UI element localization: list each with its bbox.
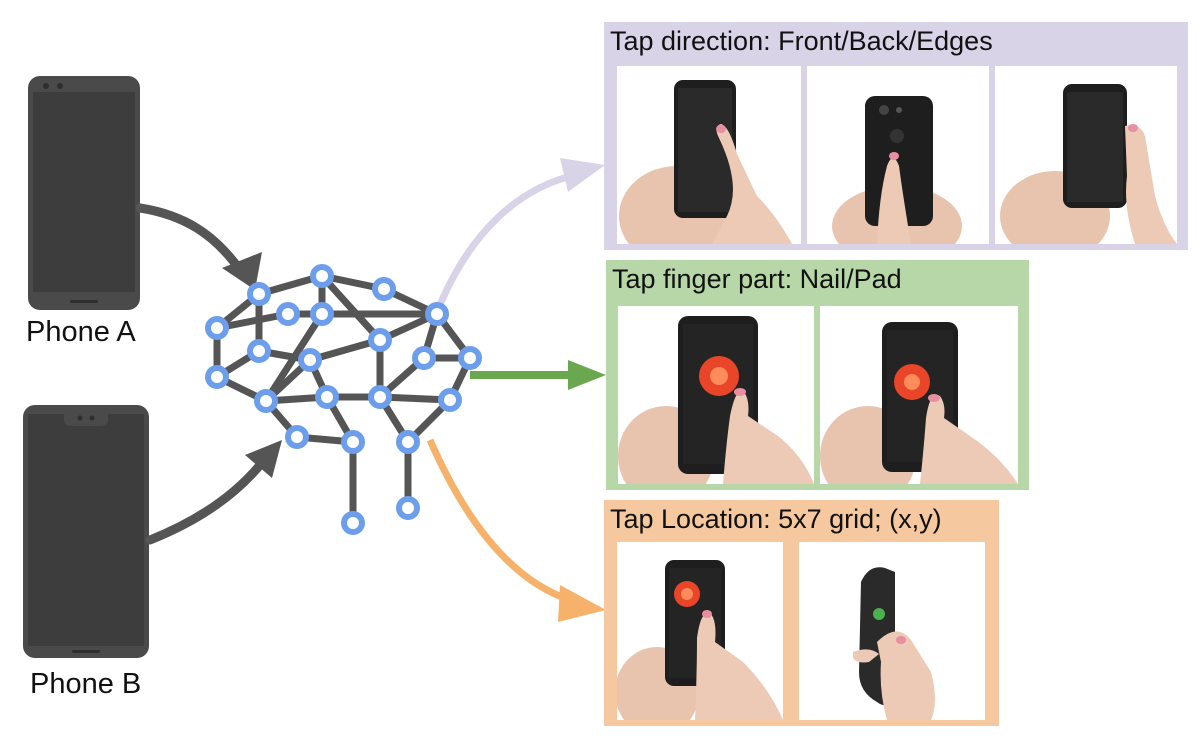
arrow-phone-b-to-network: [145, 460, 265, 545]
network-node: [247, 339, 271, 363]
network-node: [438, 388, 462, 412]
network-node: [247, 282, 271, 306]
tap-finger-part-panel: Tap finger part: Nail/Pad: [606, 260, 1029, 490]
network-node: [372, 277, 396, 301]
network-node: [458, 346, 482, 370]
arrow-head-b: [245, 440, 282, 478]
network-node: [425, 302, 449, 326]
network-nodes: [205, 264, 482, 535]
tap-direction-panel: Tap direction: Front/Back/Edges: [604, 22, 1188, 250]
phone-b-label: Phone B: [30, 668, 142, 700]
arrow-to-direction-panel: [433, 171, 576, 314]
arrow-phone-a-to-network: [135, 203, 245, 275]
network-node: [315, 385, 339, 409]
network-node: [285, 425, 309, 449]
arrow-to-location-panel: [426, 438, 572, 604]
tap-location-title: Tap Location: 5x7 grid; (x,y): [610, 504, 942, 534]
network-node: [254, 389, 278, 413]
arrow-head-direction: [560, 158, 605, 192]
network-node: [205, 365, 229, 389]
network-node: [396, 430, 420, 454]
photo-location-tap-2: [799, 542, 985, 720]
phone-a-device: [28, 76, 140, 310]
network-node: [276, 302, 300, 326]
photo-edge-tap: [995, 66, 1177, 244]
network-node: [368, 385, 392, 409]
arrow-head-a: [222, 252, 262, 290]
network-node: [310, 264, 334, 288]
network-node: [298, 348, 322, 372]
tap-finger-part-title: Tap finger part: Nail/Pad: [612, 264, 902, 294]
arrow-head-location: [558, 585, 606, 622]
photo-pad-tap: [820, 306, 1018, 484]
network-node: [368, 328, 392, 352]
photo-location-tap-1: [617, 542, 783, 720]
network-node: [341, 511, 365, 535]
tap-location-panel: Tap Location: 5x7 grid; (x,y): [604, 500, 999, 726]
network-node: [310, 302, 334, 326]
photo-back-tap: [807, 66, 989, 244]
network-node: [205, 316, 229, 340]
network-node: [412, 346, 436, 370]
arrow-head-finger: [568, 360, 606, 390]
phone-a-label: Phone A: [26, 316, 136, 348]
photo-front-tap: [617, 66, 801, 244]
network-node: [396, 496, 420, 520]
tap-direction-title: Tap direction: Front/Back/Edges: [610, 26, 993, 56]
network-node: [341, 430, 365, 454]
photo-nail-tap: [618, 306, 814, 484]
phone-b-device: [23, 405, 149, 658]
